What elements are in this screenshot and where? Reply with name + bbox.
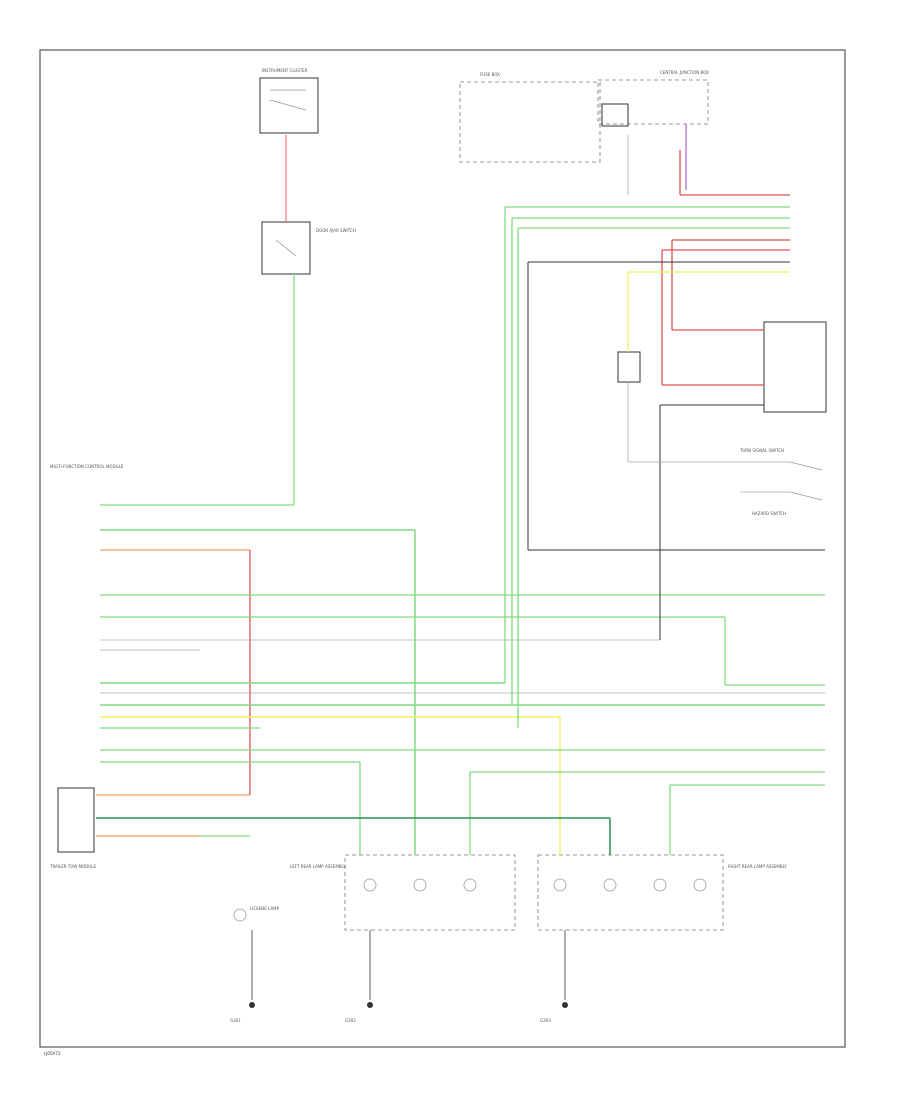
left-module-label: MULTI-FUNCTION CONTROL MODULE: [50, 464, 124, 469]
right-lamp-assembly-label: RIGHT REAR LAMP ASSEMBLY: [728, 864, 787, 869]
door-switch-label: DOOR AJAR SWITCH: [316, 228, 356, 233]
ground-symbol: [562, 1002, 568, 1008]
right-lamp-assembly: RIGHT REAR LAMP ASSEMBLY: [537, 854, 787, 931]
license-lamp-label: LICENSE LAMP: [250, 906, 280, 911]
diagram-frame: [39, 49, 846, 1048]
top-left-module: INSTRUMENT CLUSTER: [259, 68, 319, 134]
ground-label-2: G302: [345, 1018, 356, 1023]
top-right-module: CENTRAL JUNCTION BOX: [597, 70, 709, 127]
bottom-left-box-label: TRAILER TOW MODULE: [49, 864, 96, 869]
hazard-switch-label: HAZARD SWITCH: [752, 511, 786, 516]
wires: [96, 124, 825, 1000]
left-lamp-assembly: LEFT REAR LAMP ASSEMBLY: [290, 854, 516, 931]
ground-label-3: G303: [540, 1018, 551, 1023]
door-switch: DOOR AJAR SWITCH: [261, 221, 356, 275]
turn-signal-switch-label: TURN SIGNAL SWITCH: [739, 448, 784, 453]
top-left-module-label: INSTRUMENT CLUSTER: [262, 68, 308, 73]
footer-code: LJ05A73: [44, 1051, 61, 1056]
ground-symbol: [367, 1002, 373, 1008]
switch-group: TURN SIGNAL SWITCH HAZARD SWITCH: [739, 448, 823, 516]
top-right-module-label: CENTRAL JUNCTION BOX: [660, 70, 709, 75]
license-lamp: LICENSE LAMP: [233, 906, 280, 922]
bottom-left-box: TRAILER TOW MODULE: [49, 787, 96, 869]
grounds: G301 G302 G303: [230, 1002, 568, 1023]
right-mid-module: [617, 321, 827, 413]
left-lamp-assembly-label: LEFT REAR LAMP ASSEMBLY: [290, 864, 346, 869]
ground-label-1: G301: [230, 1018, 241, 1023]
top-center-module-label: FUSE BOX: [480, 72, 500, 77]
top-center-module: FUSE BOX: [459, 72, 601, 163]
ground-symbol: [249, 1002, 255, 1008]
